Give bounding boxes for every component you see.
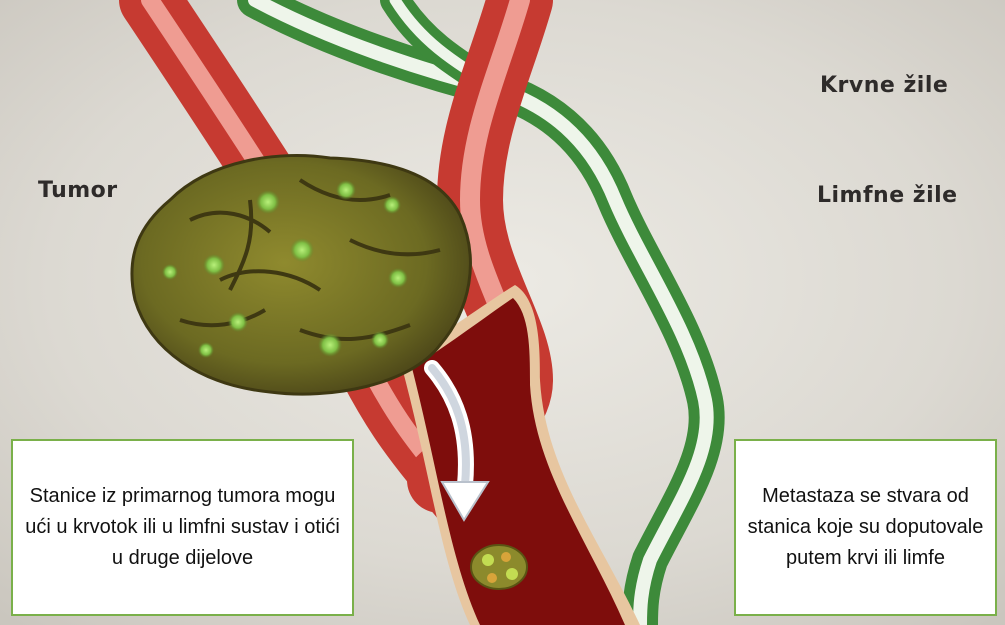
caption-metastasis-text: Metastaza se stvara od stanica koje su d… — [744, 481, 987, 574]
metastatic-cell-cluster — [471, 545, 527, 589]
tumor-mass — [132, 155, 470, 394]
tumor-label: Tumor — [38, 178, 118, 203]
caption-box-spread: Stanice iz primarnog tumora mogu ući u k… — [11, 439, 354, 616]
blood-vessels-label: Krvne žile — [820, 73, 948, 98]
caption-box-metastasis: Metastaza se stvara od stanica koje su d… — [734, 439, 997, 616]
caption-spread-text: Stanice iz primarnog tumora mogu ući u k… — [23, 481, 342, 574]
lymph-vessels-label: Limfne žile — [817, 183, 958, 208]
